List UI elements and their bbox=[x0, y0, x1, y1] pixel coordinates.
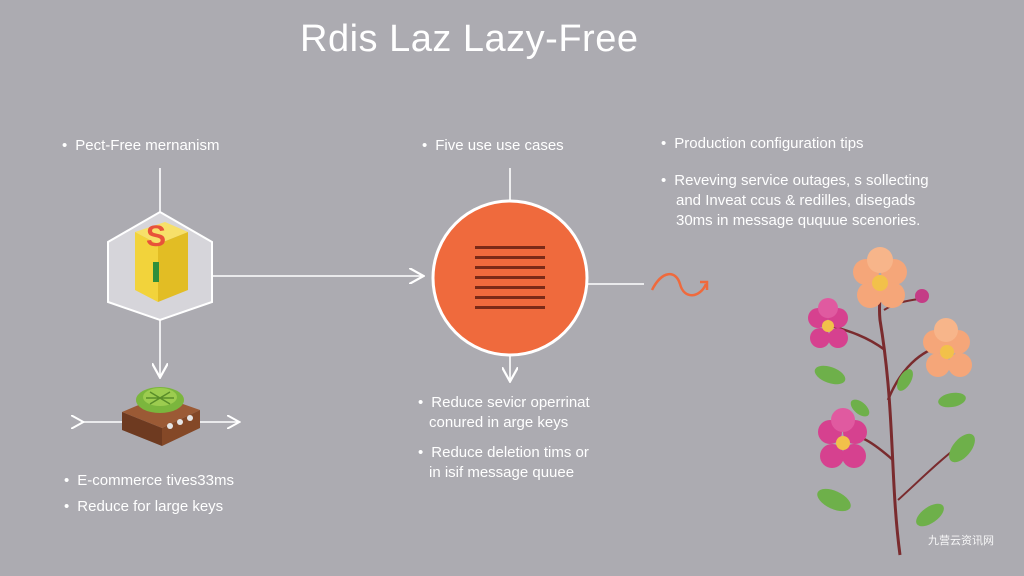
bullet-tips-text: Production configuration tips bbox=[674, 135, 864, 152]
bottom-left-item-2: Reduce for large keys bbox=[77, 498, 224, 515]
bullet-use-cases-text: Five use use cases bbox=[435, 137, 564, 154]
flower-branch-illustration bbox=[808, 247, 975, 556]
hexagon-cube-icon: S bbox=[107, 210, 213, 322]
bottom-center-item-1b: conured in arge keys bbox=[429, 414, 569, 431]
squiggle-arrowhead bbox=[700, 280, 709, 290]
tips-line-1: Reveving service outages, s sollecting bbox=[674, 172, 929, 189]
bullet-mechanism-text: Pect-Free mernanism bbox=[75, 137, 220, 154]
bottom-left-item-1: E-commerce tives33ms bbox=[77, 472, 234, 489]
bottom-center-item-1a: Reduce sevicr operrinat bbox=[431, 394, 590, 411]
bullet-dot: • bbox=[661, 172, 667, 189]
bullet-use-cases: • Five use use cases bbox=[422, 137, 564, 154]
tips-detail: •Reveving service outages, s sollecting … bbox=[661, 171, 929, 231]
bottom-center-item-2a: Reduce deletion tims or bbox=[431, 444, 589, 461]
svg-text:S: S bbox=[146, 220, 166, 253]
bottom-left-list: • E-commerce tives33ms • Reduce for large … bbox=[64, 471, 234, 517]
server-block-icon bbox=[122, 387, 200, 446]
bullet-tips: • Production configuration tips bbox=[661, 135, 864, 152]
list-circle-icon bbox=[431, 199, 589, 357]
watermark-text: 九营云资讯网 bbox=[928, 535, 994, 547]
bullet-mechanism: • Pect-Free mernanism bbox=[62, 137, 219, 154]
bullet-dot: • bbox=[64, 498, 70, 515]
tips-line-2: and Inveat ccus & redilles, disegads bbox=[676, 192, 916, 209]
bottom-center-list: • Reduce sevicr operrinat conured in arge… bbox=[418, 393, 590, 483]
bullet-dot: • bbox=[418, 444, 424, 461]
page-title: Rdis Laz Lazy-Free bbox=[300, 18, 639, 60]
bullet-dot: • bbox=[422, 137, 428, 154]
tips-line-3: 30ms in message ququue scenories. bbox=[676, 212, 921, 229]
bullet-dot: • bbox=[64, 472, 70, 489]
bullet-dot: • bbox=[661, 135, 667, 152]
bullet-dot: • bbox=[62, 137, 68, 154]
squiggle-arrow-icon bbox=[650, 273, 708, 297]
bullet-dot: • bbox=[418, 394, 424, 411]
bottom-center-item-2b: in isif message quuee bbox=[429, 464, 575, 481]
